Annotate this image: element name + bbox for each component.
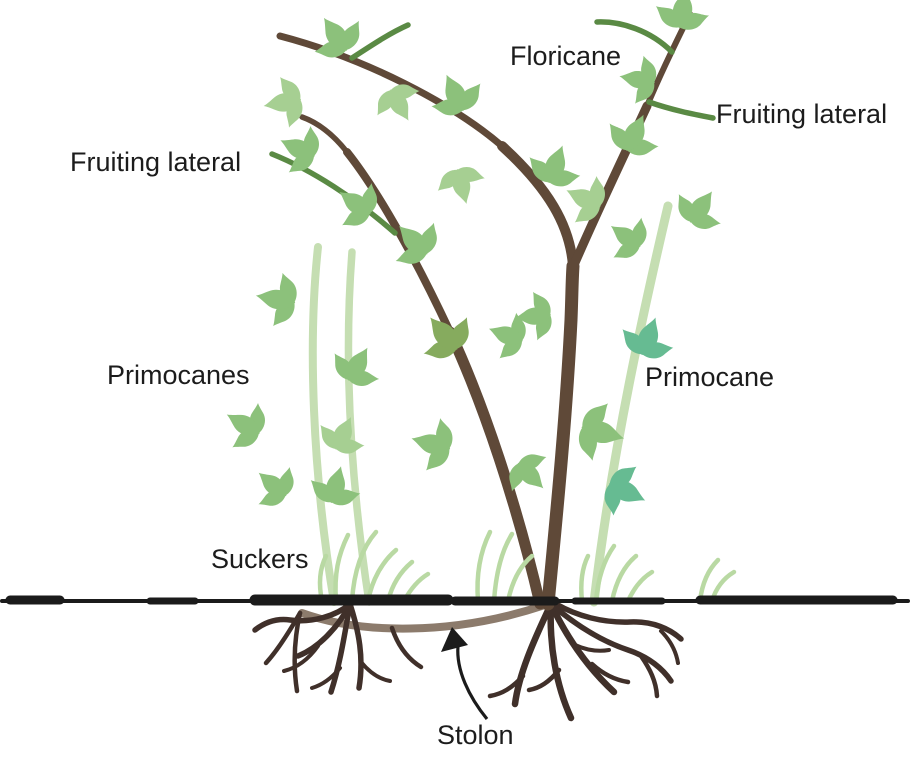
label-primocanes: Primocanes — [107, 360, 250, 390]
grass-blade — [579, 553, 591, 604]
fruiting-lateral-shoot — [646, 99, 716, 121]
leaf-cluster — [611, 306, 685, 371]
floricane-outer-left-tip — [299, 114, 350, 155]
roots — [252, 600, 684, 722]
root — [359, 660, 392, 683]
label-primocane: Primocane — [645, 362, 775, 392]
root — [487, 673, 526, 699]
leaf-cluster — [250, 265, 306, 334]
primocane-stalk — [308, 243, 338, 606]
label-fruiting-lateral-left: Fruiting lateral — [70, 147, 242, 177]
stolon-shape — [298, 601, 549, 633]
leaf-cluster — [320, 333, 393, 400]
root — [573, 643, 611, 653]
leaf-cluster — [596, 101, 672, 169]
leaf-cluster — [403, 408, 464, 480]
root — [310, 666, 342, 690]
leaf-cluster — [405, 296, 486, 375]
root — [328, 601, 353, 695]
root — [252, 601, 353, 633]
floricane-main-stem — [541, 259, 580, 611]
root — [389, 625, 424, 670]
root — [548, 601, 674, 684]
floricane-outer-left-mid — [343, 148, 454, 336]
fruiting-lateral-shoot — [594, 19, 675, 55]
grass-blade — [333, 532, 351, 604]
grass-blade — [349, 529, 379, 604]
grass-blade — [593, 543, 617, 604]
root — [553, 601, 684, 642]
grass-blade — [505, 553, 535, 604]
stolon-arrow — [441, 627, 489, 721]
fruiting-lateral-shoot — [349, 22, 411, 61]
fruiting-laterals — [269, 19, 716, 236]
grass-blade — [491, 531, 515, 604]
leaf-cluster — [663, 174, 736, 244]
root — [292, 610, 303, 694]
leaf-cluster — [595, 203, 661, 272]
root — [638, 653, 660, 699]
fruiting-lateral-shoot — [269, 151, 398, 236]
floricane-canes — [276, 11, 693, 611]
leaf-cluster — [258, 69, 311, 135]
leaf-cluster — [212, 389, 279, 462]
root — [511, 600, 555, 708]
root — [347, 601, 364, 691]
label-floricane: Floricane — [510, 41, 622, 71]
root — [547, 600, 575, 722]
stolon-arrowhead-icon — [441, 627, 468, 652]
label-fruiting-lateral-right: Fruiting lateral — [716, 99, 888, 129]
root — [589, 661, 631, 685]
floricane-outer-left — [444, 326, 546, 610]
root — [526, 667, 562, 693]
grass-blade — [609, 553, 639, 604]
root — [659, 629, 680, 665]
grass-blade — [475, 529, 493, 604]
root — [547, 600, 618, 696]
grass-blade — [625, 569, 655, 604]
grass-blade — [317, 553, 329, 604]
label-suckers: Suckers — [211, 544, 309, 574]
stolon-arrow-line — [456, 645, 489, 721]
primocane-stalk — [589, 201, 673, 607]
floricane-arch-tip — [276, 32, 506, 150]
label-stolon: Stolon — [437, 720, 514, 750]
leaf-cluster — [240, 451, 308, 521]
root — [282, 644, 320, 673]
floricane-arch — [497, 141, 578, 271]
leaf-cluster — [429, 157, 494, 212]
soil-line — [0, 594, 910, 606]
